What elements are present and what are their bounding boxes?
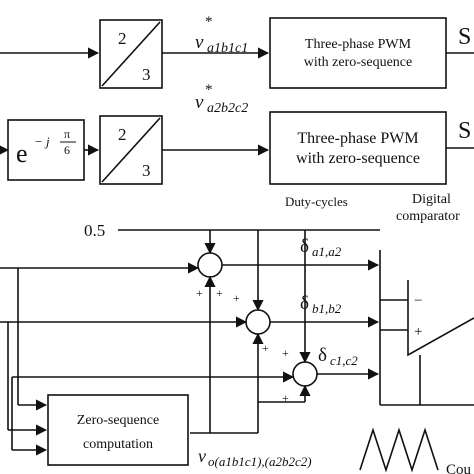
converter-mid-diagonal: [101, 117, 161, 183]
summer-c-sign-1: +: [282, 346, 289, 360]
delta-a-sub: a1,a2: [312, 244, 342, 259]
zero-sequence-block: [47, 394, 189, 466]
summer-b-sign-2: +: [262, 341, 269, 355]
converter-top-den: 3: [142, 65, 151, 84]
comparator-minus-sign: −: [414, 293, 422, 309]
rotation-base: e: [16, 139, 28, 168]
pwm-mid-line1: Three-phase PWM: [297, 130, 418, 147]
converter-mid-den: 3: [142, 161, 151, 180]
v-a1b1c1-symbol: v: [195, 32, 204, 53]
delta-a-symbol: δ: [300, 236, 309, 257]
converter-top-diagonal: [101, 21, 161, 87]
delta-c-sub: c1,c2: [330, 353, 358, 368]
rotation-exponent: − j: [34, 134, 50, 149]
counter-label: Cou: [446, 462, 472, 474]
pwm-block-mid: [269, 111, 447, 185]
summer-c: [292, 361, 318, 387]
converter-top-num: 2: [118, 29, 127, 48]
v-a2b2c2-symbol: v: [195, 92, 204, 113]
summer-b-sign-1: +: [233, 291, 240, 305]
output-s-mid: S: [458, 118, 471, 144]
pwm-top-line2: with zero-sequence: [304, 55, 412, 70]
pwm-top-line1: Three-phase PWM: [305, 37, 412, 52]
digital-label: Digital: [412, 192, 451, 207]
delta-b-symbol: δ: [300, 293, 309, 314]
converter-2-3-top: [99, 19, 163, 89]
delta-c-symbol: δ: [318, 345, 327, 366]
const-half-label: 0.5: [84, 221, 105, 240]
rotation-frac-num: π: [64, 127, 70, 141]
converter-mid-num: 2: [118, 125, 127, 144]
v-a1b1c1-sub: a1b1c1: [207, 41, 248, 56]
zero-sequence-line2: computation: [83, 437, 153, 452]
comparator-label: comparator: [396, 209, 460, 224]
duty-cycles-label: Duty-cycles: [285, 194, 348, 209]
pwm-mid-line2: with zero-sequence: [296, 150, 420, 167]
v-a2b2c2-star: *: [205, 82, 213, 98]
summer-a: [197, 252, 223, 278]
summer-c-sign-2: +: [282, 391, 289, 405]
comparator-triangle: [407, 280, 474, 357]
v-o-symbol: v: [198, 446, 206, 466]
output-s-top: S: [458, 24, 471, 50]
comparator-plus-sign: +: [414, 324, 422, 340]
v-a2b2c2-sub: a2b2c2: [207, 101, 248, 116]
delta-b-sub: b1,b2: [312, 301, 342, 316]
v-o-sub: o(a1b1c1),(a2b2c2): [208, 454, 312, 469]
summer-a-sign-1: +: [196, 286, 203, 300]
v-a1b1c1-star: *: [205, 14, 213, 30]
pwm-block-top: [269, 17, 447, 89]
zero-sequence-line1: Zero-sequence: [77, 413, 159, 428]
summer-a-sign-2: +: [216, 286, 223, 300]
summer-b: [245, 309, 271, 335]
counter-waveform: [359, 427, 439, 473]
rotation-frac-den: 6: [64, 143, 70, 157]
